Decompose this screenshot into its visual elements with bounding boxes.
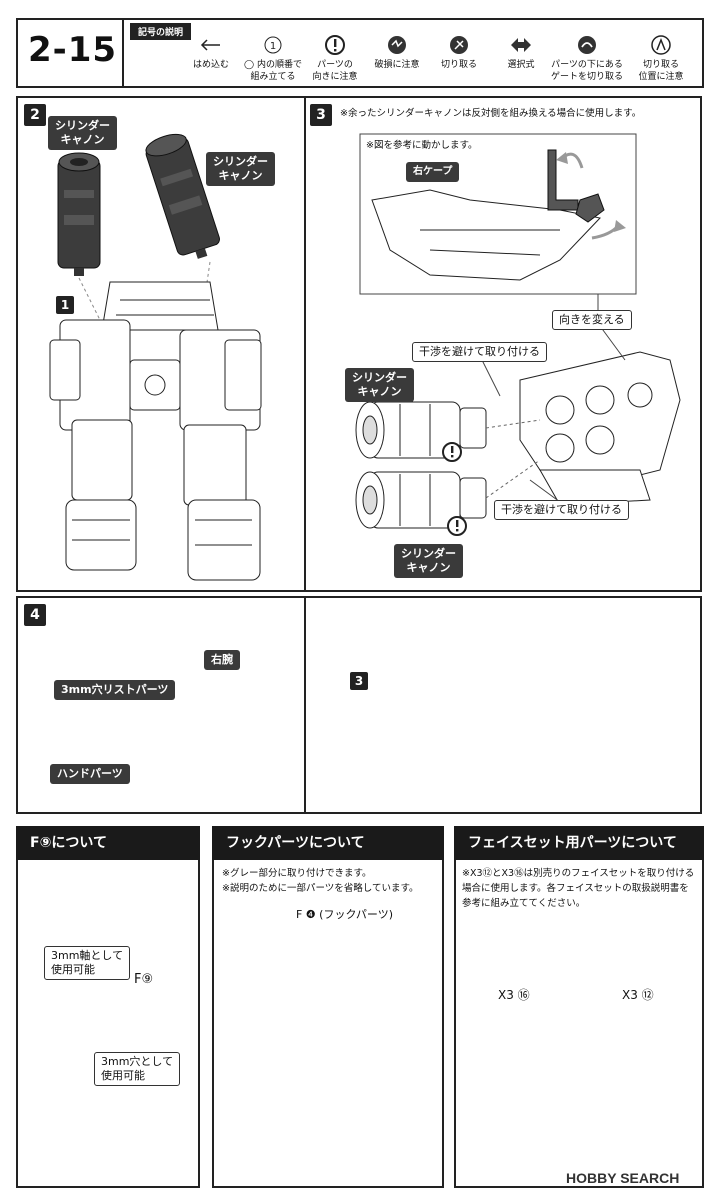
pointer-avoid-bottom: [529, 479, 561, 503]
header-divider: [122, 20, 124, 86]
right-cape-label: 右ケープ: [406, 162, 460, 182]
cannon-label-right: シリンダー キャノン: [206, 152, 275, 186]
legend-label: 破損に注意: [374, 60, 420, 70]
step-label: 2-15: [28, 30, 118, 70]
header-bar: 2-15 記号の説明 はめ込む 1 ◯ 内の順番で 組み立てる パーツの 向きに…: [16, 18, 704, 88]
step4-divider: [304, 598, 306, 812]
gate-cut-icon: [578, 36, 596, 54]
cut-icon: [450, 36, 468, 54]
legend-item-cut-position: 切り取る 位置に注意: [628, 34, 694, 83]
robot-skirt: [101, 281, 219, 331]
cylinder-cannon-left: [57, 152, 101, 276]
face-note: ※X3⑫とX3⑯は別売りのフェイスセットを取り付ける 場合に使用します。各フェイ…: [462, 868, 695, 909]
pointer-change-dir: [599, 325, 626, 361]
svg-text:1: 1: [270, 41, 276, 52]
panel-face-title: フェイスセット用パーツについて: [454, 826, 704, 860]
robot-right-leg: [179, 329, 262, 581]
robot-left-leg: [49, 319, 137, 571]
cannon-label-step3-bottom: シリンダー キャノン: [394, 544, 463, 578]
legend-label: ◯ 内の順番で 組み立てる: [244, 60, 302, 82]
cape-hinge-part: [547, 149, 605, 223]
watermark: HOBBY SEARCH: [566, 1170, 680, 1186]
hook-part-label: F ❹ (フックパーツ): [296, 908, 393, 921]
cannon-bottom: [355, 471, 487, 529]
exclamation-icon: [325, 35, 345, 55]
rotate-arrowhead-2: [614, 220, 626, 232]
legend-label: 切り取る 位置に注意: [638, 60, 684, 82]
legend-label: はめ込む: [192, 60, 229, 70]
double-arrow-icon: [511, 38, 531, 52]
robot-waist-detail: [129, 359, 181, 411]
alignment-lines-step3: [485, 419, 541, 499]
cannon-label-left: シリンダー キャノン: [48, 116, 117, 150]
direction-warning-icon-bottom: [447, 516, 467, 536]
cannon-label-step3-top: シリンダー キャノン: [345, 368, 414, 402]
legend-item-gate: パーツの下にある ゲートを切り取る: [550, 34, 624, 83]
step-3-number: 3: [310, 104, 332, 126]
step-2-sub-number: 1: [56, 296, 74, 314]
vertical-divider: [304, 98, 306, 590]
panel-hook-title: フックパーツについて: [212, 826, 444, 860]
face-part-a-label: X3 ⑯: [498, 988, 530, 1002]
legend-item-insert: はめ込む: [178, 34, 244, 71]
hook-note-2: ※説明のために一部パーツを省略しています。: [222, 883, 419, 894]
step-4-sub-number: 3: [350, 672, 368, 690]
inset-note: ※図を参考に動かします。: [366, 140, 478, 151]
panel-f9-title: F⑨について: [16, 826, 200, 860]
f9-part-label: F⑨: [134, 972, 154, 987]
right-arm-label: 右腕: [204, 650, 240, 670]
right-cape: [371, 189, 601, 281]
cut-position-icon: [651, 35, 671, 55]
legend-item-order: 1 ◯ 内の順番で 組み立てる: [240, 34, 306, 83]
legend-item-select: 選択式: [488, 34, 554, 71]
panel-f9: [16, 826, 200, 1188]
broken-part-icon: [388, 36, 406, 54]
hand-label: ハンドパーツ: [50, 764, 130, 784]
legend-label: パーツの下にある ゲートを切り取る: [550, 60, 623, 82]
f9-axis-label: 3mm軸として 使用可能: [44, 946, 131, 980]
cannon-top: [355, 401, 487, 459]
change-direction-label: 向きを変える: [552, 310, 632, 330]
rotate-arrowhead-1: [556, 152, 568, 164]
legend-label: パーツの 向きに注意: [312, 60, 358, 82]
backpack-assembly: [519, 351, 681, 506]
legend-label: 切り取る: [440, 60, 477, 70]
step-4-frame: [16, 596, 702, 814]
f9-hole-label: 3mm穴として 使用可能: [94, 1052, 181, 1086]
avoid-interference-label-bottom: 干渉を避けて取り付ける: [494, 500, 629, 520]
wrist-label: 3mm穴リストパーツ: [54, 680, 176, 700]
legend-title: 記号の説明: [130, 23, 192, 40]
avoid-interference-label-top: 干渉を避けて取り付ける: [412, 342, 547, 362]
legend-item-direction: パーツの 向きに注意: [302, 34, 368, 83]
step-3-note: ※余ったシリンダーキャノンは反対側を組み換える場合に使用します。: [340, 108, 642, 119]
legend-item-breakage: 破損に注意: [364, 34, 430, 71]
hook-note-1: ※グレー部分に取り付けできます。: [222, 868, 372, 879]
face-part-b-label: X3 ⑫: [622, 988, 654, 1002]
arrow-left-icon: [200, 39, 220, 51]
circle-number-icon: 1: [264, 36, 282, 54]
step-2-number: 2: [24, 104, 46, 126]
panel-face: [454, 826, 704, 1188]
legend-item-cut: 切り取る: [426, 34, 492, 71]
cylinder-cannon-right: [145, 133, 220, 259]
legend-label: 選択式: [507, 60, 535, 70]
direction-warning-icon-top: [442, 442, 462, 462]
pointer-avoid-top: [479, 355, 501, 397]
step-4-number: 4: [24, 604, 46, 626]
